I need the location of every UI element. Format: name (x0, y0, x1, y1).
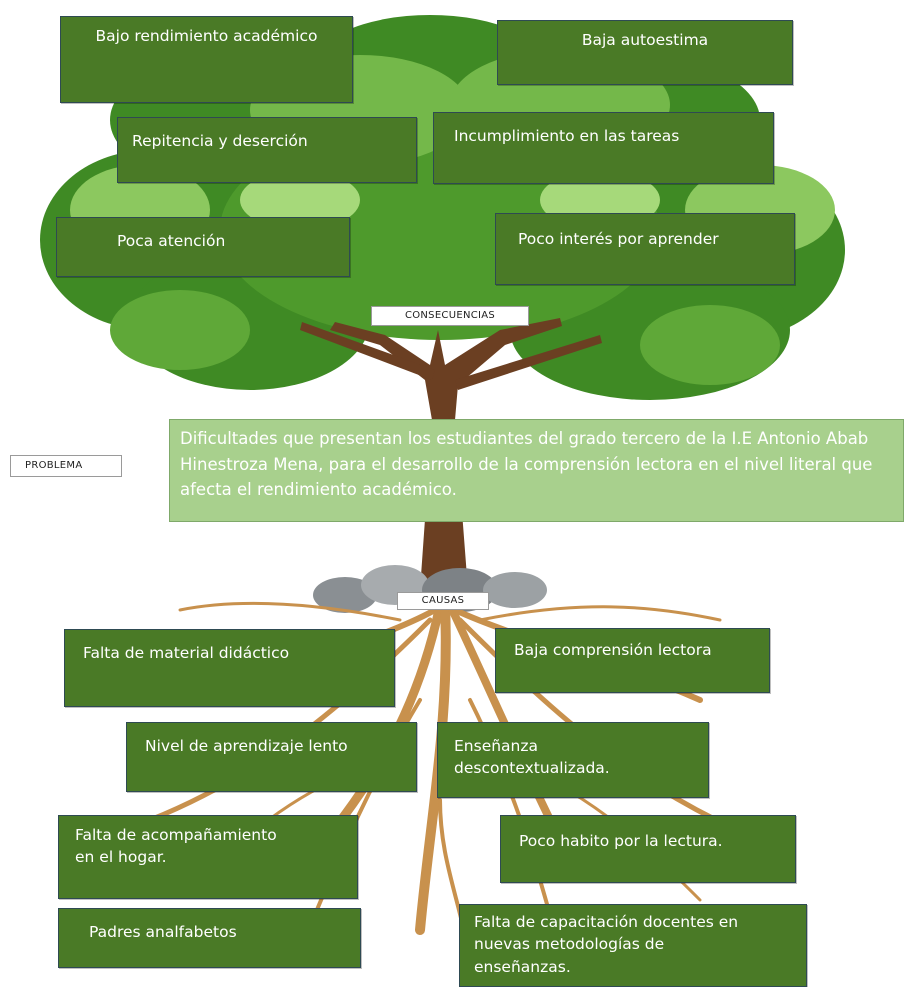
cause-box: Nivel de aprendizaje lento (126, 722, 417, 792)
cause-box: Enseñanza descontextualizada. (437, 722, 709, 798)
consequence-box: Poca atención (56, 217, 350, 277)
cause-text: Falta de acompañamiento en el hogar. (75, 826, 277, 867)
cause-box: Falta de acompañamiento en el hogar. (58, 815, 358, 899)
consequence-text: Repitencia y deserción (132, 132, 308, 150)
problem-label: PROBLEMA (10, 455, 122, 477)
cause-text: Baja comprensión lectora (514, 641, 712, 659)
problem-statement: Dificultades que presentan los estudiant… (169, 419, 904, 522)
consequence-text: Bajo rendimiento académico (95, 27, 318, 45)
consequence-text: Poca atención (117, 232, 226, 250)
consequence-box: Bajo rendimiento académico (60, 16, 353, 103)
cause-text: Enseñanza descontextualizada. (454, 737, 610, 778)
cause-text: Padres analfabetos (89, 923, 237, 941)
consequence-text: Poco interés por aprender (518, 230, 719, 248)
consequence-box: Baja autoestima (497, 20, 793, 85)
cause-box: Poco habito por la lectura. (500, 815, 796, 883)
cause-box: Baja comprensión lectora (495, 628, 770, 693)
consequences-label: CONSECUENCIAS (371, 306, 529, 326)
consequence-text: Baja autoestima (581, 31, 709, 49)
causes-label: CAUSAS (397, 592, 489, 610)
cause-text: Poco habito por la lectura. (519, 832, 723, 850)
cause-box: Padres analfabetos (58, 908, 361, 968)
cause-text: Falta de material didáctico (83, 644, 290, 662)
consequence-box: Incumplimiento en las tareas (433, 112, 774, 184)
consequence-box: Poco interés por aprender (495, 213, 795, 285)
cause-box: Falta de capacitación docentes en nuevas… (459, 904, 807, 987)
consequence-box: Repitencia y deserción (117, 117, 417, 183)
problem-text: Dificultades que presentan los estudiant… (180, 429, 873, 500)
cause-box: Falta de material didáctico (64, 629, 395, 707)
consequence-text: Incumplimiento en las tareas (454, 127, 680, 145)
cause-text: Nivel de aprendizaje lento (145, 737, 348, 755)
cause-text: Falta de capacitación docentes en nuevas… (474, 913, 739, 976)
